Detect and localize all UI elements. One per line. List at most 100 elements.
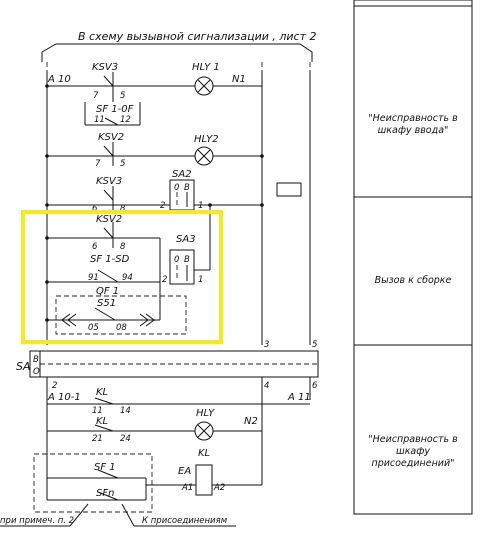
label-ksv3-mid: KSV3 [96, 176, 122, 187]
schematic-title: В схему вызывной сигнализации , лист 2 [78, 30, 317, 43]
label-ea: EA [178, 466, 191, 477]
term-08: 08 [116, 323, 127, 333]
kl2-switch [94, 424, 114, 432]
notes-table [353, 0, 473, 515]
sf1sd-switch [97, 269, 119, 283]
lamp-hly2-x2 [197, 149, 211, 163]
junction [45, 154, 49, 158]
label-sa3: SA3 [176, 234, 196, 245]
note-input-fault: "Неисправность в шкафу ввода" [368, 113, 458, 136]
label-ksv2: KSV2 [98, 132, 124, 143]
kl1-switch [94, 397, 114, 405]
junction [45, 318, 49, 322]
sf1-switch [97, 469, 119, 479]
junction [260, 154, 264, 158]
term-7b: 7 [95, 159, 101, 169]
term-11a: 11 [94, 115, 105, 125]
node-3: 3 [264, 340, 269, 350]
node-n2: N2 [244, 416, 258, 427]
relay-kl-coil [195, 464, 213, 496]
node-a10-1: A 10-1 [47, 392, 81, 403]
junction [45, 203, 49, 207]
term-7a: 7 [93, 91, 99, 101]
junction [45, 236, 49, 240]
term-14: 14 [120, 406, 131, 416]
term-1b: 1 [198, 275, 203, 285]
term-6a: 6 [92, 204, 98, 214]
lamp-hly-x2 [197, 424, 211, 438]
label-note: при примеч. п. 2 [0, 516, 74, 526]
ksv3-top-hook [103, 75, 114, 87]
label-kl-2: KL [96, 416, 108, 427]
term-6b: 6 [92, 242, 98, 252]
label-qf1: QF 1 [96, 286, 119, 297]
bus-sa [29, 350, 319, 378]
ksv2-hook [103, 145, 114, 157]
label-sf1: SF 1 [94, 462, 116, 473]
label-sf1-sd: SF 1-SD [90, 254, 130, 265]
term-94: 94 [122, 273, 133, 283]
label-sfn: SFn [96, 488, 114, 499]
term-2b: 2 [162, 275, 167, 285]
ksv3-mid-hook [103, 189, 114, 201]
label-connections: К присоединениям [142, 516, 228, 526]
node-5: 5 [312, 340, 317, 350]
junction [45, 84, 49, 88]
label-kl-1: KL [96, 387, 108, 398]
node-n1: N1 [232, 74, 246, 85]
node-6: 6 [312, 381, 318, 391]
term-5a: 5 [120, 91, 125, 101]
ksv2-mid-hook [103, 227, 114, 239]
qf1-dashed-box [55, 295, 187, 335]
sf-dashed-box [33, 453, 153, 513]
label-hly1: HLY 1 [192, 62, 220, 73]
highlight-box [21, 210, 223, 344]
term-24: 24 [120, 434, 131, 444]
term-1a: 1 [198, 201, 203, 211]
label-ksv3-top: KSV3 [92, 62, 118, 73]
title-bracket [41, 43, 313, 62]
node-4: 4 [264, 381, 269, 391]
label-s51: S51 [97, 298, 116, 309]
term-a2: A2 [213, 483, 225, 493]
junction [208, 203, 212, 207]
term-91: 91 [88, 273, 99, 283]
junction [260, 203, 264, 207]
note-leader [69, 503, 89, 527]
sa3-pos-0: 0 [174, 255, 179, 265]
term-8a: 8 [120, 204, 126, 214]
sa2-pos-0: 0 [174, 183, 179, 193]
node-2: 2 [52, 381, 57, 391]
connections-leader [121, 503, 135, 527]
relay-block [276, 182, 302, 197]
term-11b: 11 [92, 406, 103, 416]
term-12a: 12 [120, 115, 131, 125]
label-ksv2-mid: KSV2 [96, 214, 122, 225]
term-21: 21 [92, 434, 103, 444]
sf10f-switch [104, 117, 119, 126]
s51-right-arrow2-icon [145, 313, 155, 327]
switch-sa3-box [169, 249, 195, 285]
s51-left-arrow2-icon [67, 313, 77, 327]
node-sa: SA [16, 360, 31, 373]
bus-b: В [33, 355, 39, 365]
label-sf1-0f: SF 1-0F [96, 104, 134, 115]
note-connection-fault: "Неисправность в шкафу присоединений" [368, 434, 458, 469]
term-a1: A1 [181, 483, 193, 493]
term-05: 05 [88, 323, 99, 333]
term-5b: 5 [120, 159, 125, 169]
node-a11: A 11 [287, 392, 311, 403]
s51-left-arrow-icon [61, 313, 71, 327]
label-kl-coil: KL [198, 448, 210, 459]
term-2a: 2 [160, 201, 165, 211]
sa3-pos-b: В [184, 255, 190, 265]
junction [45, 280, 49, 284]
label-sa2: SA2 [172, 169, 192, 180]
s51-switch [94, 307, 116, 321]
term-8b: 8 [120, 242, 126, 252]
label-hly: HLY [196, 408, 215, 419]
s51-right-arrow-icon [139, 313, 149, 327]
sfn-switch [97, 491, 119, 501]
